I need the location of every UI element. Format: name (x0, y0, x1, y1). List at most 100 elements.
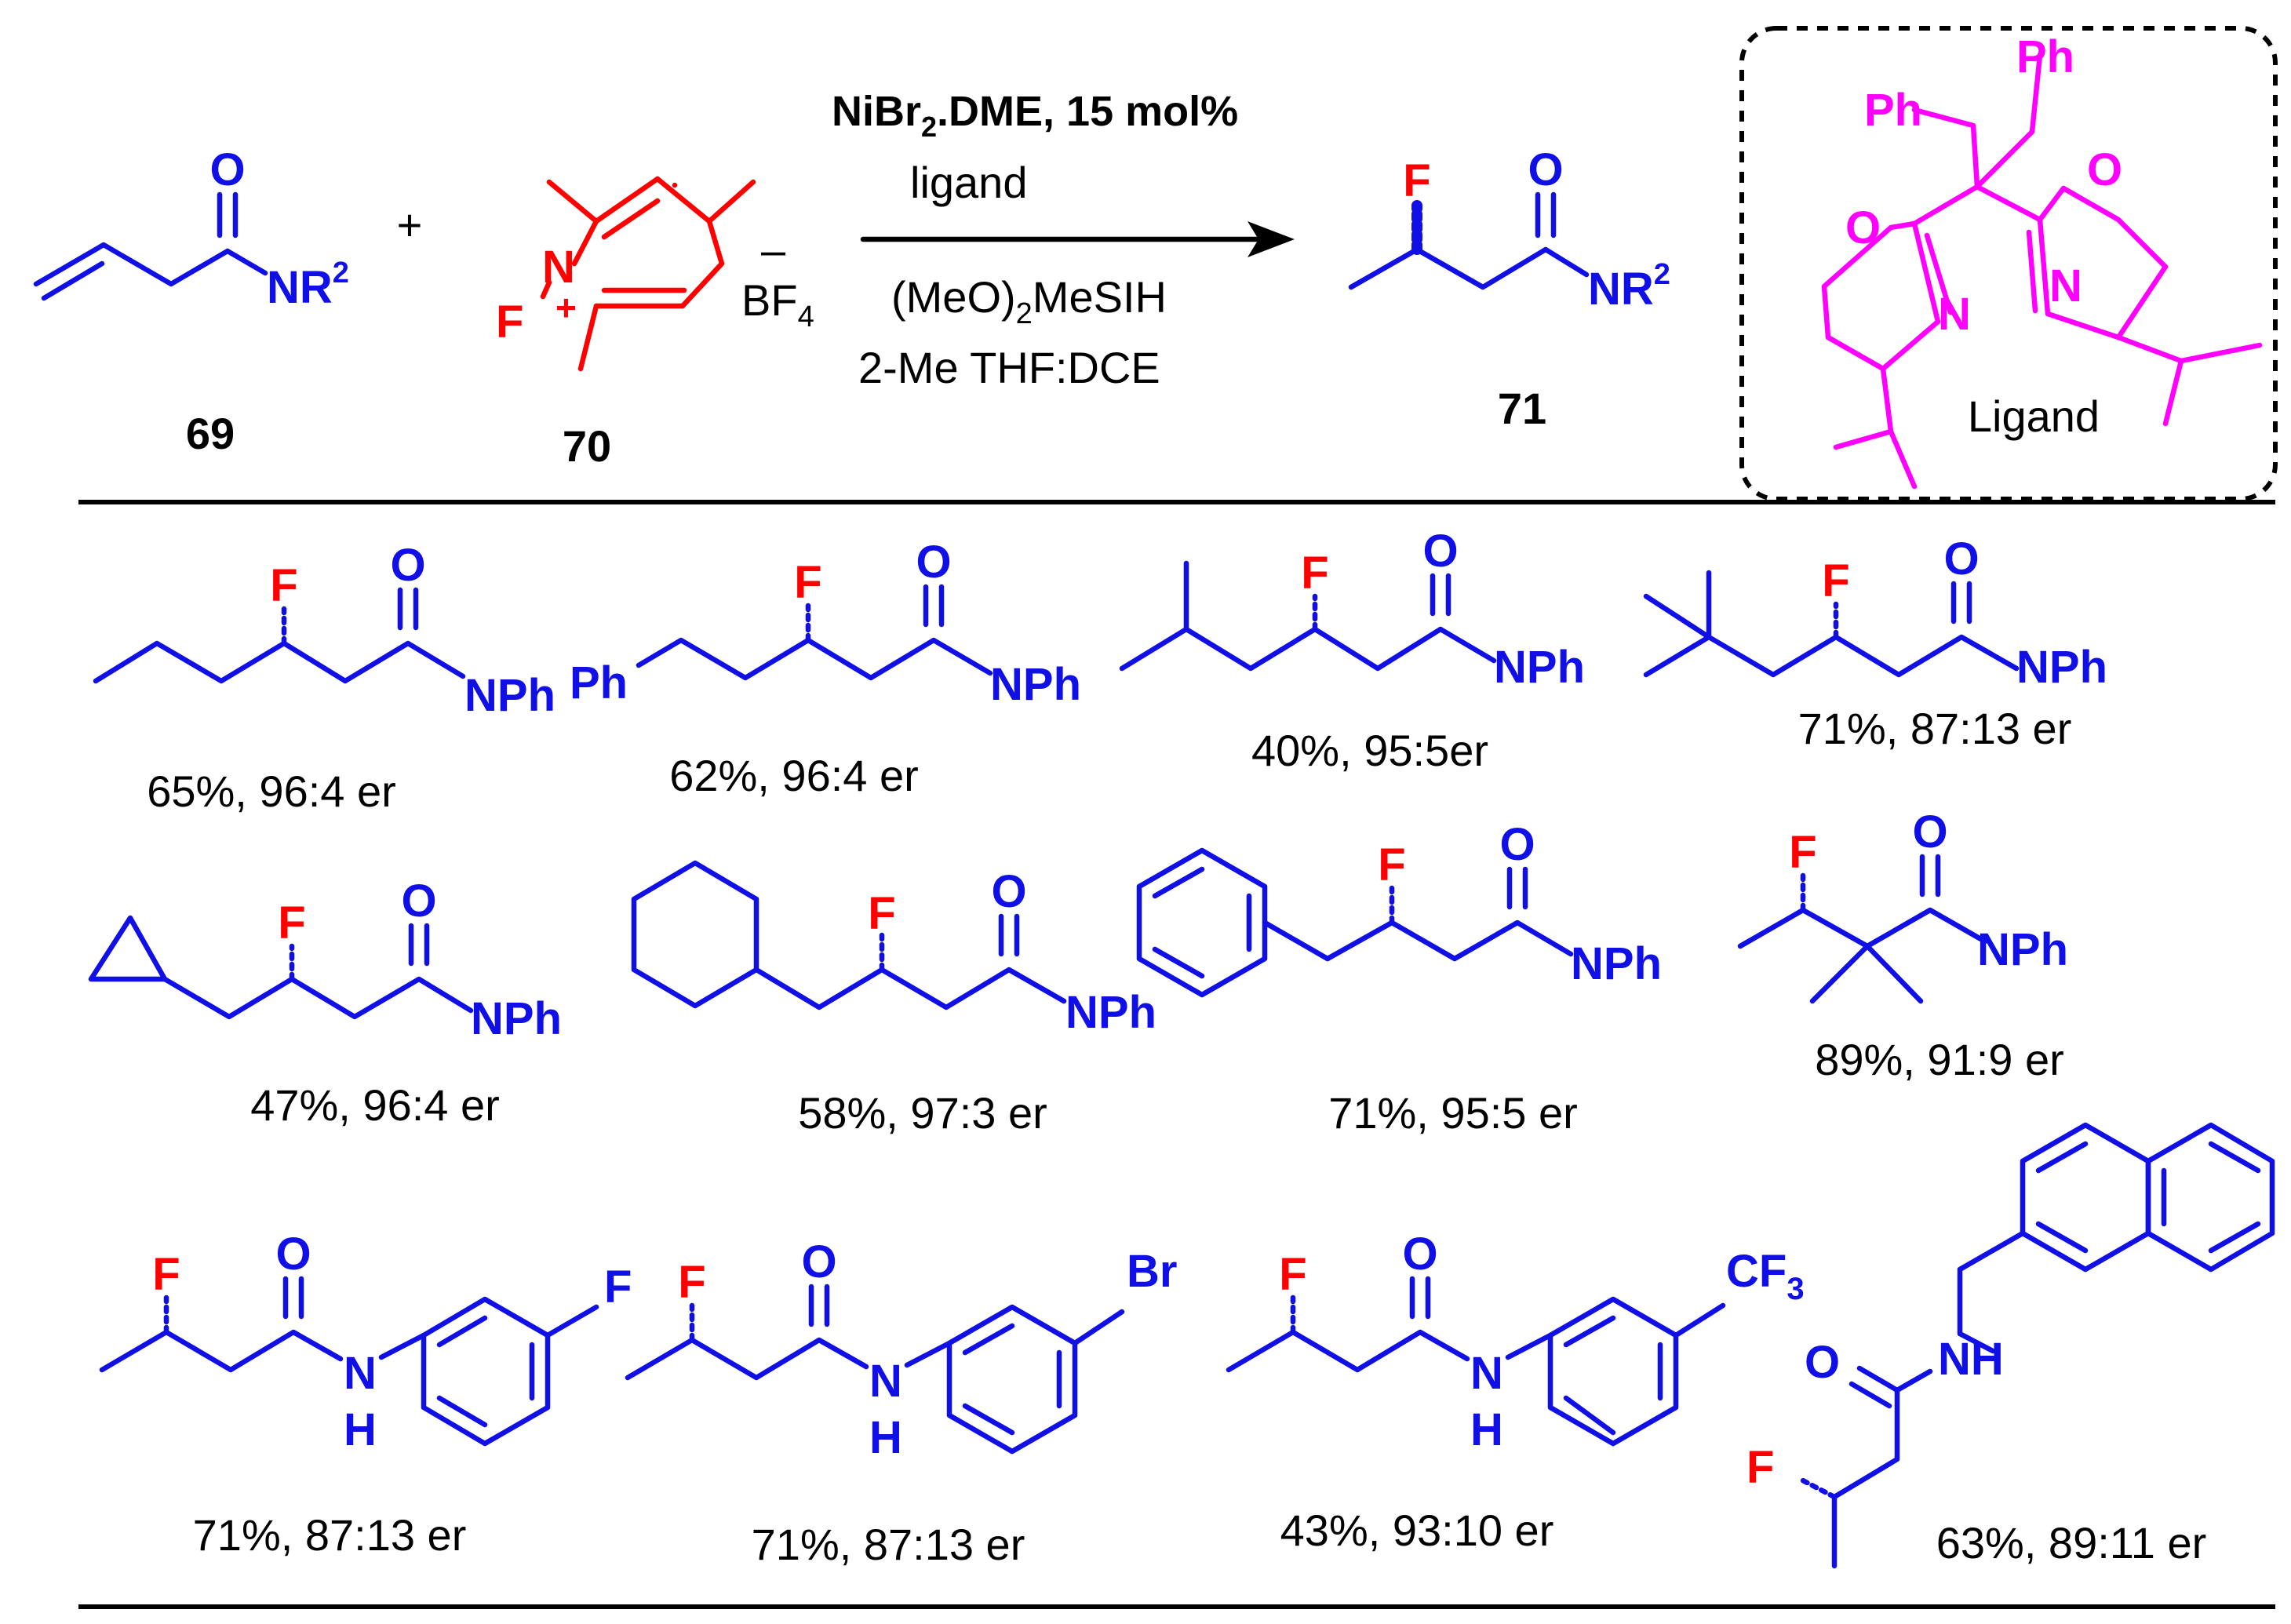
amine-nitrogen: N (869, 1356, 902, 1407)
reactant-69: O NR2 (33, 144, 349, 313)
fluorine-atom: F (794, 557, 821, 608)
yield-product-9: 71%, 87:13 er (193, 1510, 467, 1560)
ligand-structure: Ph Ph O N O N (1821, 31, 2263, 490)
yield-product-1: 65%, 96:4 er (147, 766, 396, 816)
amide-group: NPh (471, 993, 562, 1044)
nitrogen-atom: N (2049, 260, 2082, 311)
positive-charge: + (555, 287, 577, 328)
product-71: F O NR2 (1348, 144, 1670, 315)
minus-charge: – (761, 225, 786, 275)
ligand-label: Ligand (1968, 391, 2100, 441)
amine-nitrogen: N (1470, 1348, 1503, 1399)
fluorine-atom: F (1301, 548, 1328, 599)
product-7: F O NPh (1136, 819, 1662, 998)
oxygen-atom: O (275, 1229, 311, 1280)
amine-hydrogen: H (869, 1412, 902, 1463)
fluorine-atom: F (1746, 1442, 1774, 1493)
product-11: F O N H CF3 (1226, 1229, 1805, 1455)
silane-condition: (MeO)2MeSIH (891, 272, 1167, 330)
amide-group: NPh (1571, 938, 1662, 989)
product-4: F O NPh (1643, 533, 2107, 693)
fluorine-atom: F (868, 888, 895, 939)
amine-group: NH (1938, 1334, 2004, 1385)
reagent-70: N F + (496, 176, 756, 372)
amide-group: NPh (990, 659, 1081, 710)
oxygen-atom: O (801, 1236, 836, 1287)
product-10: F O N H Br (625, 1236, 1177, 1463)
fluorine-atom: F (270, 560, 297, 611)
ligand-condition: ligand (910, 158, 1027, 207)
product-5: F O NPh (88, 876, 562, 1044)
solvent-condition: 2-Me THF:DCE (858, 343, 1160, 392)
oxygen-atom: O (390, 540, 425, 591)
amine-hydrogen: H (1470, 1404, 1503, 1455)
nitrogen-atom: N (1938, 289, 1971, 340)
yield-product-11: 43%, 93:10 er (1280, 1506, 1554, 1555)
product-1: F O NPh (93, 540, 555, 721)
trifluoromethyl-substituent: CF3 (1726, 1246, 1805, 1306)
catalyst-condition: NiBr2.DME, 15 mol% (832, 88, 1238, 143)
oxygen-atom: O (1499, 819, 1535, 870)
yield-product-4: 71%, 87:13 er (1798, 704, 2072, 753)
label-70: 70 (563, 421, 611, 471)
nitrogen-atom: N (542, 242, 575, 293)
oxygen-atom: O (991, 866, 1026, 917)
fluorine-atom: F (1789, 827, 1816, 878)
oxygen-atom: O (916, 537, 951, 588)
phenyl-group: Ph (570, 657, 628, 708)
oxygen-atom: O (1528, 144, 1563, 195)
label-69: 69 (186, 409, 235, 458)
ligand-box (1739, 26, 2278, 501)
oxygen-atom: O (209, 144, 245, 195)
oxygen-atom: O (1845, 202, 1881, 253)
fluorine-substituent: F (604, 1262, 632, 1313)
oxygen-atom: O (2087, 144, 2122, 195)
amide-group: NPh (1977, 924, 2068, 975)
phenyl-group: Ph (2016, 31, 2074, 82)
fluorine-atom: F (1279, 1249, 1306, 1300)
yield-product-12: 63%, 89:11 er (1936, 1518, 2207, 1568)
reaction-arrow-head (1247, 221, 1295, 257)
nr2-group: NR2 (267, 257, 349, 313)
oxygen-atom: O (401, 876, 436, 927)
fluorine-atom: F (1378, 839, 1405, 890)
nr2-group: NR2 (1588, 258, 1670, 315)
bromine-substituent: Br (1127, 1246, 1177, 1297)
amide-group: NPh (1494, 642, 1585, 693)
fluorine-atom: F (1403, 155, 1430, 206)
product-3: F O NPh (1119, 526, 1585, 693)
bf4-counterion: BF4 (741, 275, 814, 333)
yield-product-3: 40%, 95:5er (1251, 726, 1488, 775)
product-2: Ph F O NPh (570, 537, 1081, 710)
oxygen-atom: O (1912, 807, 1947, 858)
yield-product-8: 89%, 91:9 er (1815, 1035, 2064, 1084)
yield-product-2: 62%, 96:4 er (669, 751, 919, 800)
oxygen-atom: O (1805, 1337, 1840, 1388)
amine-hydrogen: H (344, 1404, 377, 1455)
fluorine-atom: F (1822, 555, 1849, 606)
yield-product-10: 71%, 87:13 er (752, 1520, 1025, 1569)
plus-sign: + (397, 200, 423, 249)
fluorine-atom: F (152, 1249, 180, 1300)
amide-group: NPh (1065, 987, 1156, 1038)
product-6: F O NPh (631, 860, 1156, 1038)
amine-nitrogen: N (344, 1348, 377, 1399)
product-8: F O NPh (1737, 807, 2068, 1004)
oxygen-atom: O (1422, 526, 1458, 577)
amide-group: NPh (464, 670, 555, 721)
oxygen-atom: O (1943, 533, 1979, 584)
label-71: 71 (1498, 384, 1546, 433)
fluorine-atom: F (496, 297, 523, 348)
yield-product-6: 58%, 97:3 er (798, 1088, 1047, 1138)
product-12: O NH F (1746, 1122, 2275, 1569)
product-9: F O N H F (99, 1229, 632, 1455)
phenyl-group: Ph (1864, 85, 1922, 136)
fluorine-atom: F (678, 1257, 705, 1308)
yield-product-7: 71%, 95:5 er (1328, 1088, 1578, 1138)
fluorine-atom: F (278, 898, 305, 949)
oxygen-atom: O (1402, 1229, 1437, 1280)
yield-product-5: 47%, 96:4 er (250, 1080, 500, 1130)
amide-group: NPh (2016, 642, 2107, 693)
